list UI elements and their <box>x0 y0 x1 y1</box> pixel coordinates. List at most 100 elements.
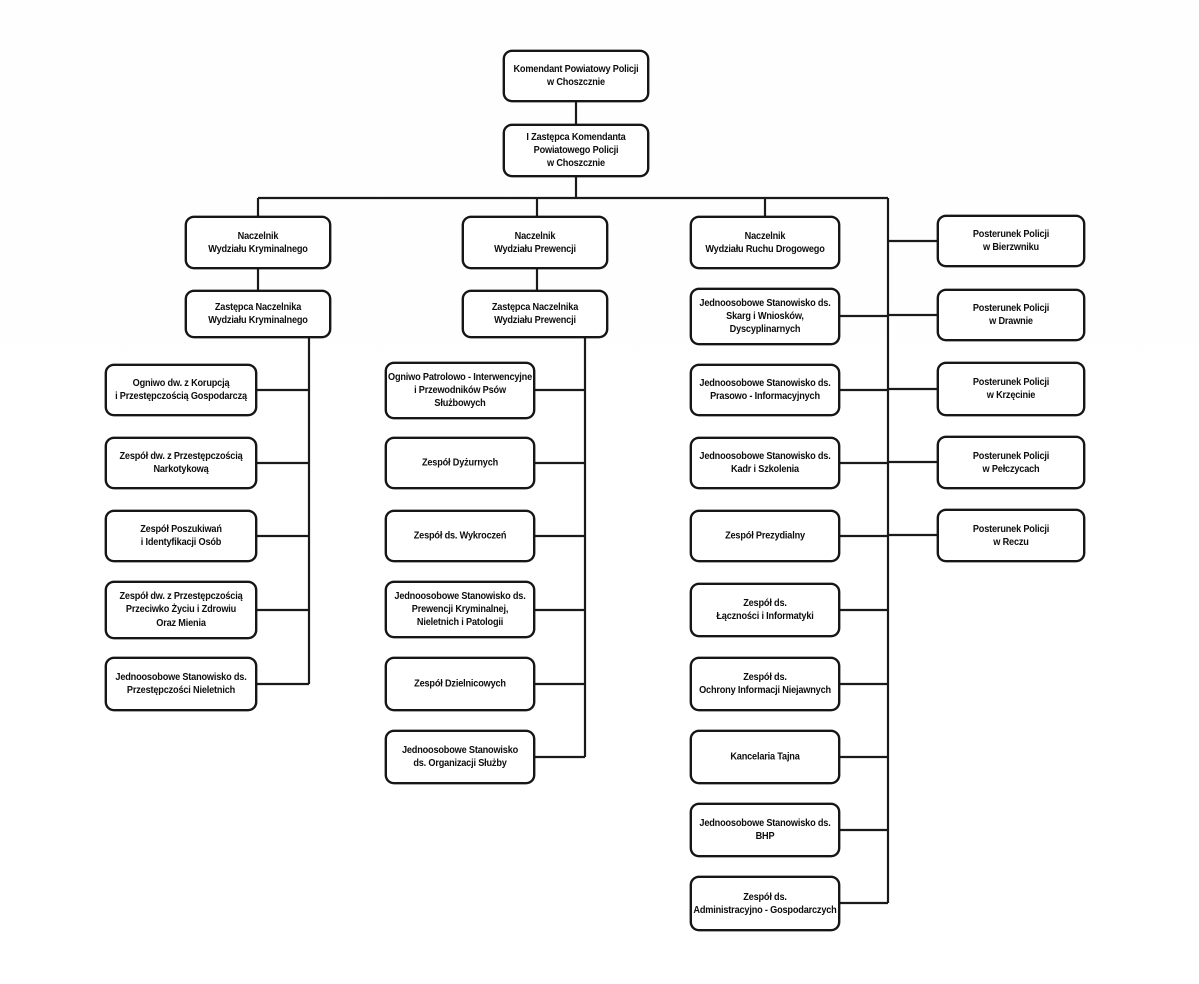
org-node-label-line: w Pełczycach <box>982 463 1040 475</box>
org-node-label-line: Jednoosobowe Stanowisko ds. <box>699 297 831 309</box>
org-node-label-line: Zespół dw. z Przestępczością <box>119 591 243 603</box>
org-node-label: Ogniwo dw. z Korupcją i Przestępczością G… <box>115 377 247 404</box>
org-node-label: Zespół Dyżurnych <box>422 456 498 469</box>
org-node-label-line: Posterunek Policji <box>972 376 1050 388</box>
org-node-label-line: Zespół ds. <box>743 671 787 683</box>
org-node-label-line: Powiatowego Policji <box>533 144 619 156</box>
org-node-label-line: Zespół Dyżurnych <box>421 457 499 469</box>
org-node-stanowisko-kadry: Jednoosobowe Stanowisko ds.Kadr i Szkole… <box>690 437 840 489</box>
org-node-label-line: Jednoosobowe Stanowisko ds. <box>115 671 247 683</box>
org-node-label-line: Nieletnich i Patologii <box>416 617 504 629</box>
org-node-stanowisko-prewencja-krym: Jednoosobowe Stanowisko ds.Prewencji Kry… <box>385 581 535 638</box>
org-node-label-line: Zastępca Naczelnika <box>214 301 302 313</box>
org-node-label-line: Prewencji Kryminalnej, <box>411 603 509 615</box>
org-node-label: Zespół Dzielnicowych <box>414 677 506 690</box>
org-node-label-line: Jednoosobowe Stanowisko ds. <box>699 817 831 829</box>
org-node-label-line: Posterunek Policji <box>972 302 1050 314</box>
org-node-label-line: Ogniwo dw. z Korupcją <box>132 377 230 389</box>
org-node-zespol-administracyjny: Zespół ds.Administracyjno - Gospodarczyc… <box>690 876 840 931</box>
org-node-zespol-poszukiwan: Zespół Poszukiwań i Identyfikacji Osób <box>105 510 257 562</box>
org-node-label: Jednoosobowe Stanowisko ds.Kadr i Szkole… <box>699 450 830 477</box>
org-node-label-line: Wydziału Kryminalnego <box>208 315 308 326</box>
org-node-label-line: Wydziału Prewencji <box>494 243 576 255</box>
org-node-label-line: Zespół Poszukiwań <box>140 523 222 535</box>
org-node-label-line: Ogniwo Patrolowo - Interwencyjne <box>387 371 533 383</box>
org-node-label-line: ds. Organizacji Służby <box>413 758 507 769</box>
org-node-label-line: Administracyjno - Gospodarczych <box>693 904 837 916</box>
org-node-label: Zespół Prezydialny <box>725 529 805 542</box>
org-node-zespol-dyzurnych: Zespół Dyżurnych <box>385 437 535 489</box>
org-node-ogniwo-korupcja: Ogniwo dw. z Korupcją i Przestępczością G… <box>105 364 257 416</box>
org-node-label-line: w Drawnie <box>989 316 1033 327</box>
org-node-label: Jednoosobowe Stanowisko ds.Prasowo - Inf… <box>699 377 830 404</box>
org-node-label-line: Naczelnik <box>514 230 556 242</box>
org-node-kancelaria-tajna: Kancelaria Tajna <box>690 730 840 784</box>
org-node-label: Zespół ds. Wykroczeń <box>414 529 507 542</box>
org-node-label-line: Zespół ds. Wykroczeń <box>413 530 507 542</box>
org-node-label-line: Naczelnik <box>744 230 786 242</box>
org-node-label-line: Posterunek Policji <box>972 523 1050 535</box>
org-node-label-line: Jednoosobowe Stanowisko ds. <box>699 377 831 389</box>
org-node-label-line: w Reczu <box>993 536 1029 548</box>
org-node-label: Posterunek Policji w Drawnie <box>973 302 1049 329</box>
org-node-label-line: w Choszcznie <box>547 77 605 88</box>
org-node-label-line: Jednoosobowe Stanowisko ds. <box>394 590 526 602</box>
org-node-label-line: Kadr i Szkolenia <box>731 464 799 475</box>
org-node-stanowisko-bhp: Jednoosobowe Stanowisko ds. BHP <box>690 803 840 857</box>
org-node-stanowisko-prasowe: Jednoosobowe Stanowisko ds.Prasowo - Inf… <box>690 364 840 416</box>
org-node-stanowisko-skargi: Jednoosobowe Stanowisko ds.Skarg i Wnios… <box>690 288 840 345</box>
org-node-label-line: Zespół ds. <box>743 891 787 903</box>
org-node-label-line: Skarg i Wniosków, <box>726 310 804 322</box>
org-node-label-line: Zespół ds. <box>743 597 787 609</box>
org-node-zespol-dzielnicowych: Zespół Dzielnicowych <box>385 657 535 711</box>
org-node-zespol-ochrony-informacji: Zespół ds.Ochrony Informacji Niejawnych <box>690 657 840 711</box>
org-node-label: Zespół ds.Administracyjno - Gospodarczyc… <box>693 890 836 917</box>
org-node-label: Jednoosobowe Stanowisko ds.Prewencji Kry… <box>394 590 525 630</box>
org-node-label-line: Oraz Mienia <box>156 617 206 629</box>
org-node-label: Kancelaria Tajna <box>730 750 800 763</box>
org-node-label: Zespół Poszukiwań i Identyfikacji Osób <box>140 523 222 550</box>
org-node-label: Jednoosobowe Stanowisko ds.Skarg i Wnios… <box>699 297 830 337</box>
org-node-label-line: i Przewodników Psów <box>414 384 506 396</box>
org-node-label: Zespół ds.Łączności i Informatyki <box>716 597 813 624</box>
org-node-label-line: Wydziału Kryminalnego <box>208 243 308 255</box>
org-node-label-line: i Identyfikacji Osób <box>140 537 222 548</box>
org-node-label-line: Przestępczości Nieletnich <box>126 685 236 696</box>
org-node-label-line: w Bierzwniku <box>983 242 1039 253</box>
org-node-label: Zespół ds.Ochrony Informacji Niejawnych <box>699 671 831 698</box>
org-node-label-line: Wydziału Prewencji <box>494 315 576 326</box>
org-node-label-line: Zespół dw. z Przestępczością <box>119 450 243 462</box>
org-node-label-line: i Przestępczością Gospodarczą <box>115 391 247 402</box>
org-node-label: Jednoosobowe Stanowisko ds. Przestępczośc… <box>115 671 246 698</box>
org-node-label-line: Posterunek Policji <box>972 228 1050 240</box>
org-node-label-line: Narkotykową <box>153 464 209 475</box>
org-node-label-line: BHP <box>755 831 775 842</box>
org-node-label-line: Wydziału Ruchu Drogowego <box>705 243 825 255</box>
org-node-label-line: w Choszcznie <box>547 158 605 170</box>
